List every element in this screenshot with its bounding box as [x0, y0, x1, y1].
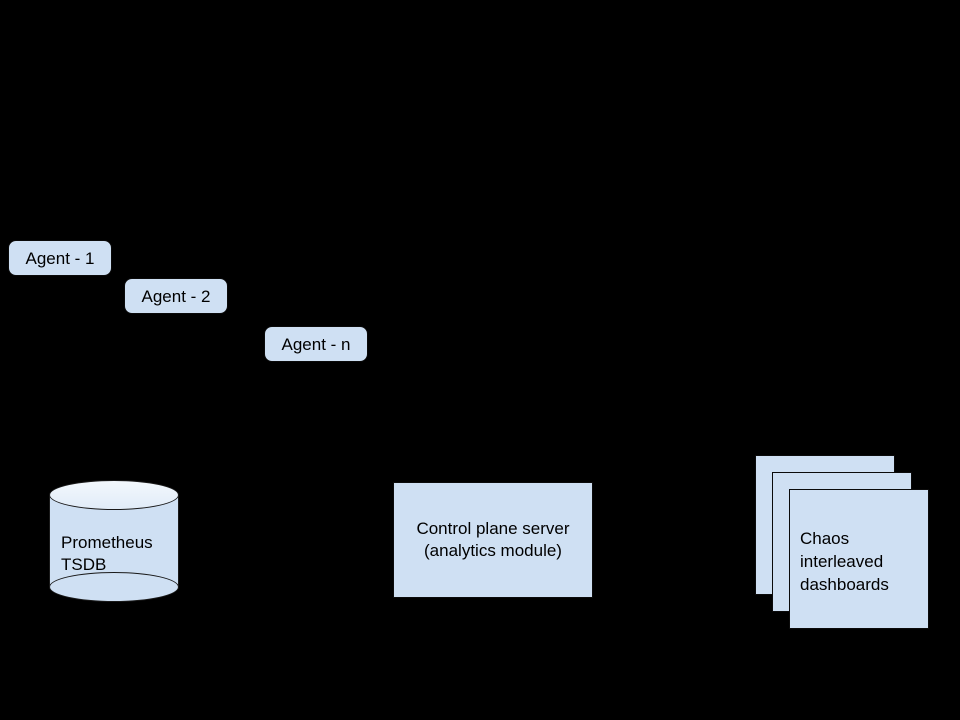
chaos-dashboards-label-line3: dashboards [800, 575, 889, 594]
agent-box-2-label: Agent - 2 [141, 286, 211, 306]
chaos-dashboards-label-line1: Chaos [800, 529, 850, 548]
prometheus-tsdb-cylinder[interactable]: Prometheus TSDB [49, 480, 179, 602]
control-plane-server-label-line2: (analytics module) [424, 541, 562, 560]
agent-box-n[interactable]: Agent - n [264, 326, 368, 362]
cylinder-bottom-ellipse [49, 572, 179, 602]
cylinder-top-ellipse [49, 480, 179, 510]
agent-box-1[interactable]: Agent - 1 [8, 240, 112, 276]
agent-box-n-label: Agent - n [281, 334, 351, 354]
connector-line [700, 539, 758, 540]
control-plane-server-box[interactable]: Control plane server (analytics module) [393, 482, 593, 598]
chaos-dashboards-stack[interactable]: Chaos interleaved dashboards [755, 455, 929, 630]
control-plane-server-label: Control plane server (analytics module) [416, 518, 569, 562]
prometheus-tsdb-label: Prometheus TSDB [61, 532, 171, 576]
prometheus-tsdb-label-line1: Prometheus [61, 533, 153, 552]
prometheus-tsdb-label-line2: TSDB [61, 555, 107, 574]
chaos-dashboards-label: Chaos interleaved dashboards [800, 527, 924, 596]
control-plane-server-label-line1: Control plane server [416, 519, 570, 538]
chaos-dashboards-label-line2: interleaved [800, 552, 884, 571]
agent-box-1-label: Agent - 1 [25, 248, 95, 268]
dashboard-panel-front[interactable]: Chaos interleaved dashboards [789, 489, 929, 629]
agent-box-2[interactable]: Agent - 2 [124, 278, 228, 314]
